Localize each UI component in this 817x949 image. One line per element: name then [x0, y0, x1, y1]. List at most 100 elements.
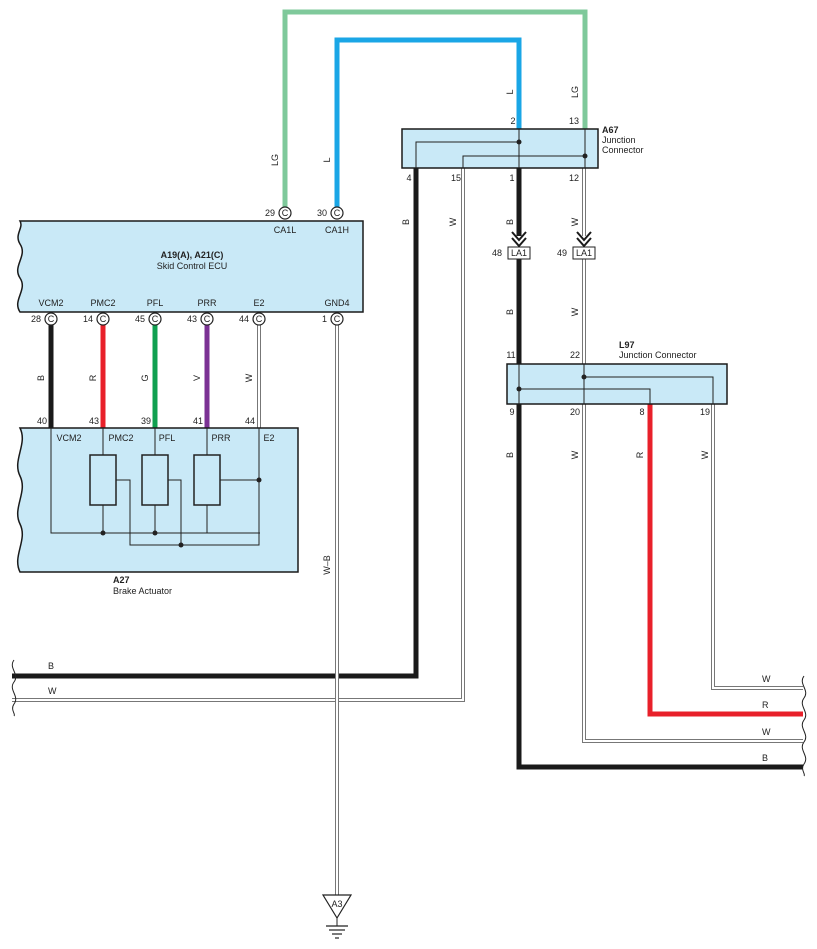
label-b-l97-9: B	[505, 452, 515, 458]
actuator-pin-num-prr: 41	[193, 416, 203, 426]
la1-connector-48: LA1 48	[492, 231, 531, 260]
ecu-pin-vcm2: C 28	[31, 312, 58, 326]
label-g-pfl: G	[140, 374, 150, 381]
actuator-pin-num-e2: 44	[245, 416, 255, 426]
l97-internal	[516, 364, 714, 404]
label-v-prr: V	[192, 375, 202, 381]
svg-text:C: C	[100, 314, 107, 324]
label-lg-ecu: LG	[270, 154, 280, 166]
actuator-pin-name-e2: E2	[263, 433, 274, 443]
left-break-marks	[11, 659, 17, 717]
label-w-right-19: W	[762, 674, 771, 684]
svg-text:1: 1	[322, 314, 327, 324]
svg-text:C: C	[334, 314, 341, 324]
a67-box	[401, 128, 599, 169]
label-r-l97-8: R	[635, 451, 645, 458]
label-b-a67-1: B	[505, 219, 515, 225]
wire-lg-ca1l	[282, 9, 588, 208]
ecu-pin-pmc2: C 14	[83, 312, 110, 326]
svg-text:C: C	[334, 208, 341, 218]
svg-text:29: 29	[265, 208, 275, 218]
actuator-pin-name-pfl: PFL	[159, 433, 176, 443]
actuator-id: A27	[113, 575, 130, 585]
wire-l-ca1h	[334, 37, 522, 208]
a67-pin-1: 1	[509, 173, 514, 183]
label-r-pmc2: R	[88, 374, 98, 381]
label-w-a67-15: W	[448, 217, 458, 226]
a67-pin-13: 13	[569, 116, 579, 126]
ecu-pin-e2: C 44	[239, 312, 266, 326]
wire-r-l97-8	[647, 404, 803, 717]
svg-text:45: 45	[135, 314, 145, 324]
ecu-pin-pfl: C 45	[135, 312, 162, 326]
svg-text:28: 28	[31, 314, 41, 324]
actuator-pin-num-pfl: 39	[141, 416, 151, 426]
a67-id: A67	[602, 125, 619, 135]
actuator-pin-name-prr: PRR	[211, 433, 231, 443]
label-l-a67: L	[505, 89, 515, 94]
ecu-name: Skid Control ECU	[157, 261, 228, 271]
ecu-id: A19(A), A21(C)	[161, 250, 224, 260]
label-w-a67-12: W	[570, 217, 580, 226]
actuator-name: Brake Actuator	[113, 586, 172, 596]
label-l-ecu: L	[322, 157, 332, 162]
svg-text:C: C	[256, 314, 263, 324]
svg-text:C: C	[152, 314, 159, 324]
l97-pin-9: 9	[509, 407, 514, 417]
ecu-pin-gnd4: C 1	[322, 312, 344, 326]
actuator-pin-num-pmc2: 43	[89, 416, 99, 426]
ecu-pin-name-pfl: PFL	[147, 298, 164, 308]
label-b-a67-4: B	[401, 219, 411, 225]
svg-text:43: 43	[187, 314, 197, 324]
svg-text:49: 49	[557, 248, 567, 258]
svg-text:A3: A3	[331, 899, 342, 909]
la1-connector-49: LA1 49	[557, 231, 596, 260]
label-w-la1: W	[570, 307, 580, 316]
a67-internal	[415, 129, 588, 168]
label-b-right: B	[762, 753, 768, 763]
wire-b-l97-9	[516, 404, 803, 770]
wire-w-l97-19	[711, 404, 803, 690]
label-r-right: R	[762, 700, 769, 710]
actuator-box	[17, 427, 299, 573]
wire-w-l97-20	[582, 404, 803, 743]
ecu-pin-name-e2: E2	[253, 298, 264, 308]
label-w-e2: W	[244, 373, 254, 382]
a67-name-1: Junction	[602, 135, 636, 145]
label-b-left: B	[48, 661, 54, 671]
svg-text:C: C	[282, 208, 289, 218]
ecu-pin-name-ca1h: CA1H	[325, 225, 349, 235]
a67-name-2: Connector	[602, 145, 644, 155]
ecu-pin-ca1l: C 29	[265, 206, 292, 220]
label-w-l97-20: W	[570, 450, 580, 459]
label-w-l97-19: W	[700, 450, 710, 459]
actuator-pin-num-vcm2: 40	[37, 416, 47, 426]
l97-pin-19: 19	[700, 407, 710, 417]
wire-b-a67-4	[12, 168, 419, 679]
ground-a3: A3	[321, 894, 353, 939]
svg-text:30: 30	[317, 208, 327, 218]
actuator-internal-circuit	[50, 428, 262, 548]
svg-text:LA1: LA1	[511, 248, 527, 258]
svg-text:48: 48	[492, 248, 502, 258]
svg-text:44: 44	[239, 314, 249, 324]
l97-pin-20: 20	[570, 407, 580, 417]
ecu-box	[17, 220, 364, 313]
l97-id: L97	[619, 340, 635, 350]
svg-text:C: C	[204, 314, 211, 324]
label-w-left: W	[48, 686, 57, 696]
ecu-pin-name-prr: PRR	[197, 298, 217, 308]
a67-pin-4: 4	[406, 173, 411, 183]
l97-box	[506, 363, 728, 405]
l97-pin-22: 22	[570, 350, 580, 360]
label-w-right-20: W	[762, 727, 771, 737]
l97-pin-11: 11	[506, 350, 515, 360]
a67-pin-2: 2	[510, 116, 515, 126]
a67-pin-12: 12	[569, 173, 579, 183]
svg-text:LA1: LA1	[576, 248, 592, 258]
actuator-pin-name-pmc2: PMC2	[108, 433, 133, 443]
right-break-marks	[801, 675, 807, 777]
actuator-pin-name-vcm2: VCM2	[56, 433, 81, 443]
ecu-pin-name-ca1l: CA1L	[274, 225, 297, 235]
